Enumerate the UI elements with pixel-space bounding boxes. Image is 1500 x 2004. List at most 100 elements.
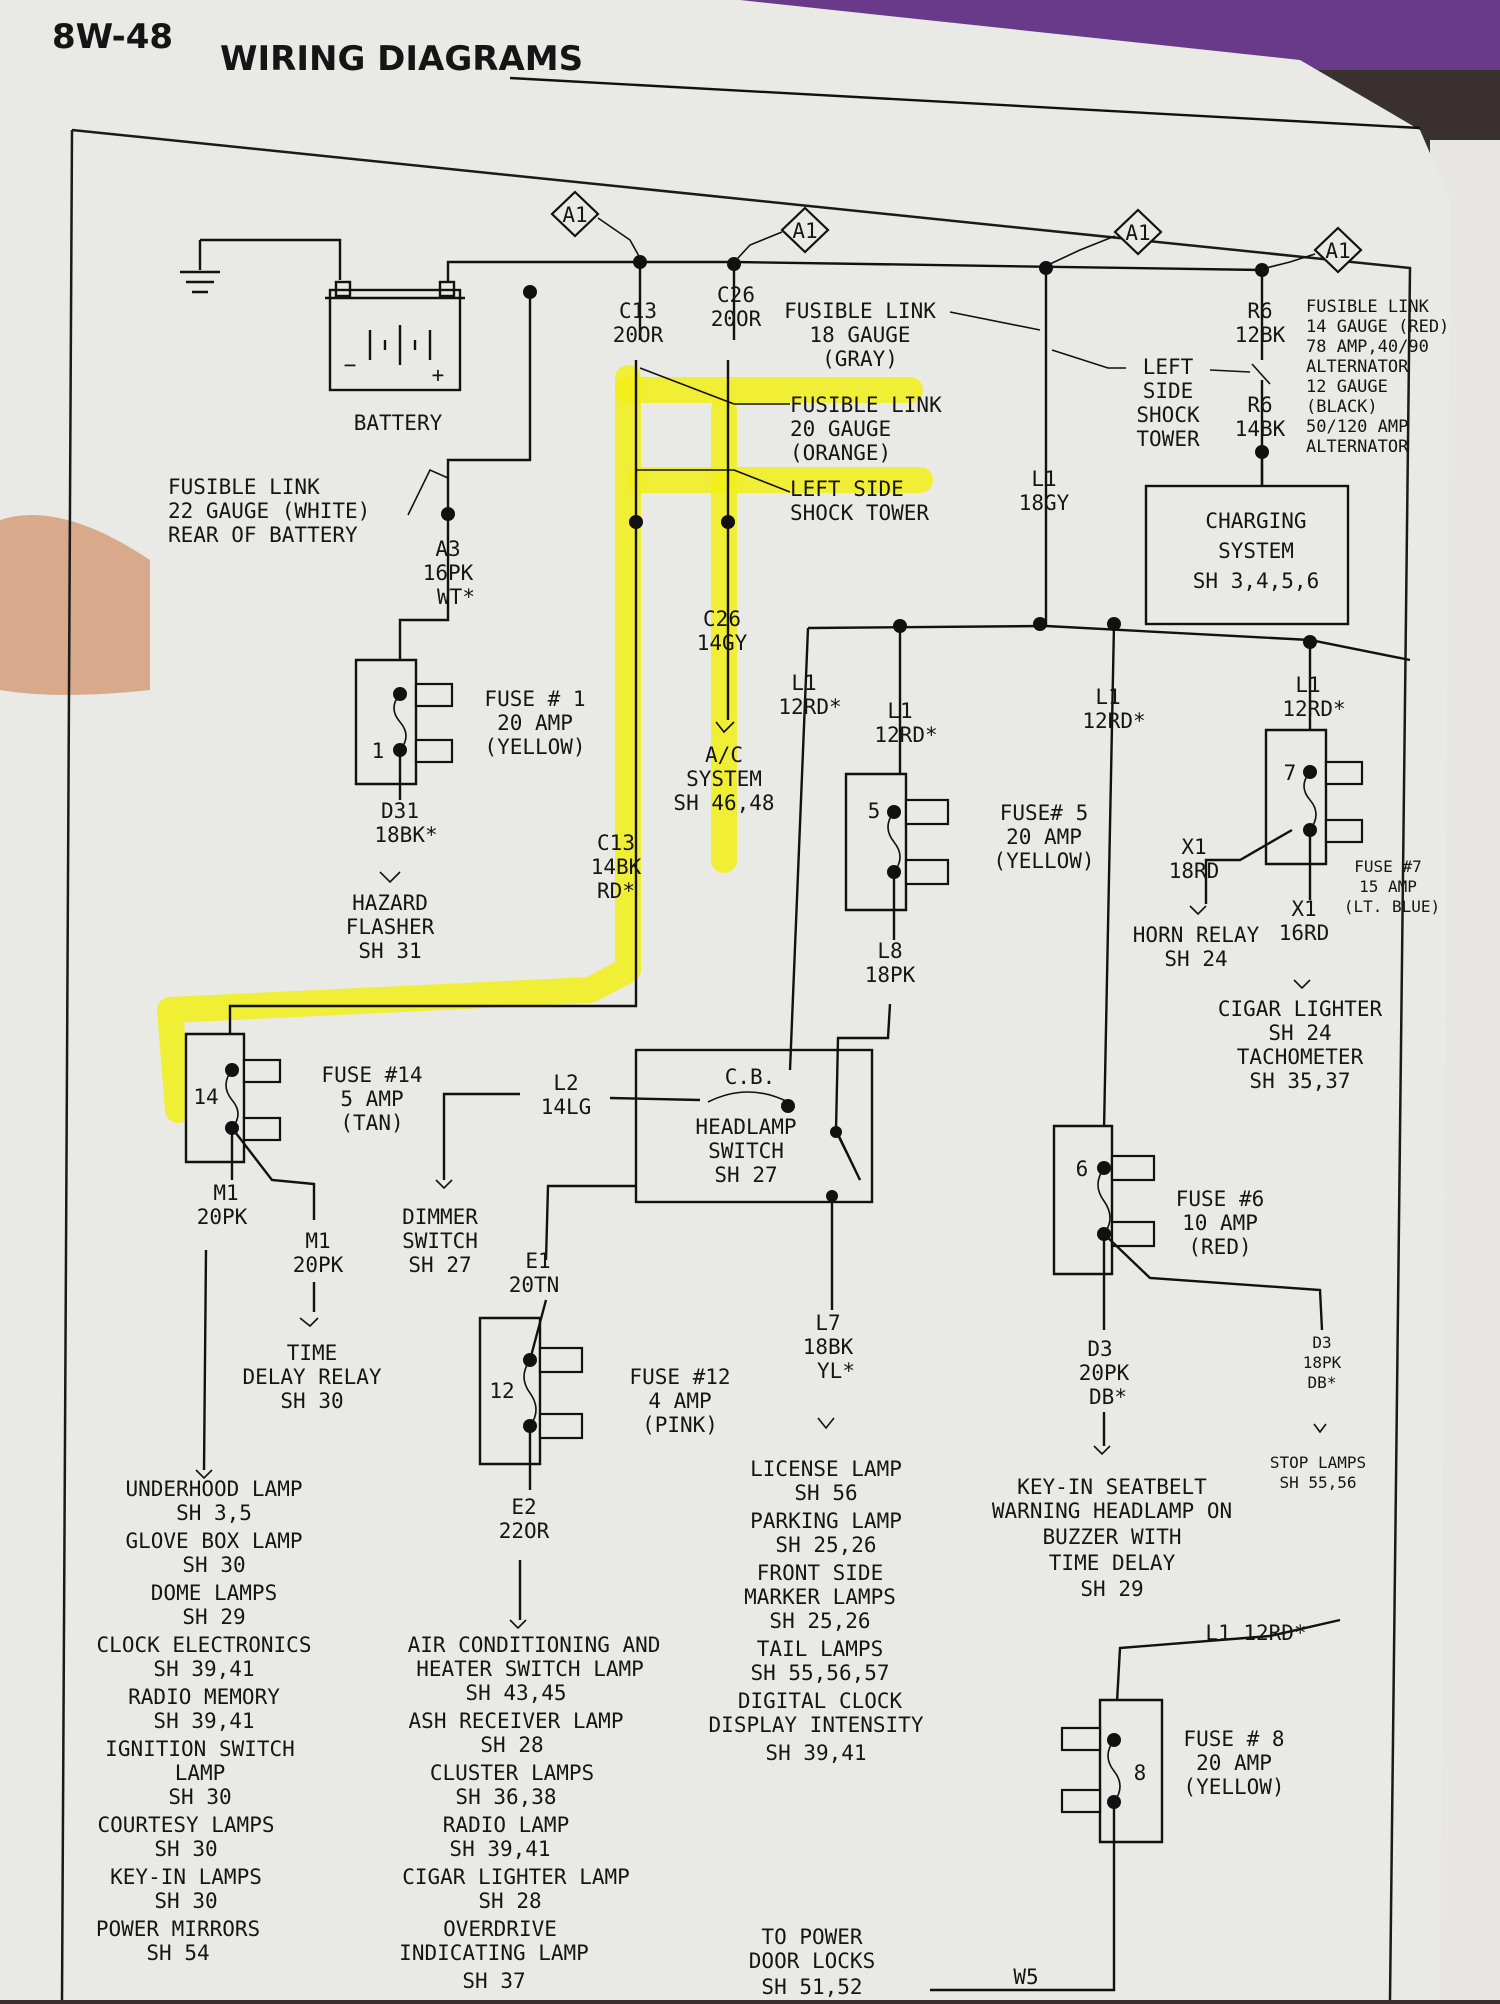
exterior-lamp-circuits-list: LICENSE LAMP SH 56 PARKING LAMP SH 25,26… [709,1457,924,1765]
dimmer-switch-line2: SWITCH [402,1229,478,1253]
seatbelt-warning-list: KEY-IN SEATBELT WARNING HEADLAMP ON BUZZ… [992,1475,1232,1601]
c13-top-label: C13 [619,299,657,323]
list-item: MARKER LAMPS [744,1585,896,1609]
list-item: RADIO LAMP [443,1813,569,1837]
d3-b-color: DB* [1308,1373,1337,1392]
l7-color: YL* [817,1359,855,1383]
hazard-flasher-label: HAZARD [352,891,428,915]
c26-mid-gauge: 14GY [697,631,748,655]
left-side-shock-tower-line4: TOWER [1136,427,1200,451]
d3-b-label: D3 [1312,1333,1331,1352]
c13-mid-label: C13 [597,831,635,855]
manual-page [0,0,1450,2000]
fusible-link-20ga-line2: 20 GAUGE [790,417,891,441]
list-item: INDICATING LAMP [399,1941,589,1965]
list-item: AIR CONDITIONING AND [408,1633,661,1657]
fuse-12-color: (PINK) [642,1413,718,1437]
l1-fuse8-wire [1114,1618,1341,1721]
list-item: SH 39,41 [153,1709,254,1733]
m1-b-label: M1 [305,1229,330,1253]
list-item: KEY-IN LAMPS [110,1865,262,1889]
battery-symbol: −+ [200,238,640,392]
list-item: HEATER SWITCH LAMP [416,1657,644,1681]
fuse-8-number: 8 [1134,1761,1147,1785]
list-item: KEY-IN SEATBELT [1017,1475,1207,1499]
fuse-7-label: FUSE #7 [1354,857,1421,876]
d31-gauge: 18BK* [374,823,437,847]
fuse-8: 8 [1060,1698,1164,1844]
hazard-flasher-ref: SH 31 [358,939,421,963]
l1-c-label: L1 [1095,685,1120,709]
svg-text:A1: A1 [1325,239,1350,263]
dimmer-switch-label: DIMMER [402,1205,478,1229]
ac-system-line2: SYSTEM [686,767,762,791]
list-item: SH 29 [182,1605,245,1629]
list-item: CIGAR LIGHTER LAMP [402,1865,630,1889]
l1-headlamp-wire [788,627,810,1071]
list-item: SH 39,41 [449,1837,550,1861]
list-item: SH 51,52 [761,1975,862,1999]
fuse-12-rating: 4 AMP [648,1389,711,1413]
list-item: FRONT SIDE [757,1561,883,1585]
svg-text:−: − [344,353,357,377]
list-item: SH 30 [154,1889,217,1913]
list-item: ASH RECEIVER LAMP [409,1709,624,1733]
list-item: RADIO MEMORY [128,1685,280,1709]
alternator-note-7: 50/120 AMP [1306,417,1408,437]
e1-label: E1 [525,1249,550,1273]
c26-mid-label: C26 [703,607,741,631]
list-item: IGNITION SWITCH [105,1737,295,1761]
c26-top-gauge: 20OR [711,307,762,331]
alternator-note-5: 12 GAUGE [1306,377,1388,397]
x1-cigar-gauge: 16RD [1279,921,1330,945]
fusible-link-18ga-label: FUSIBLE LINK [784,299,936,323]
l7-gauge: 18BK [803,1335,854,1359]
charging-system-line2: SYSTEM [1218,539,1294,563]
fusible-link-18ga-line3: (GRAY) [822,347,898,371]
l1-d-gauge: 12RD* [1282,697,1345,721]
l1-18gy-label: L1 [1031,467,1056,491]
left-shock-tower-label: LEFT SIDE [790,477,904,501]
tachometer-label: TACHOMETER [1237,1045,1364,1069]
list-item: BUZZER WITH [1042,1525,1181,1549]
charging-system-label: CHARGING [1205,509,1306,533]
fuse-1-number: 1 [372,739,385,763]
l2-label: L2 [553,1071,578,1095]
illumination-circuits-list: AIR CONDITIONING AND HEATER SWITCH LAMP … [399,1633,660,1993]
fuse-14-rating: 5 AMP [340,1087,403,1111]
e2-gauge: 22OR [499,1519,550,1543]
list-item: DOOR LOCKS [749,1949,875,1973]
c13-top-gauge: 20OR [613,323,664,347]
m1-b-gauge: 20PK [293,1253,344,1277]
list-item: COURTESY LAMPS [97,1813,274,1837]
fuse-8-rating: 20 AMP [1196,1751,1272,1775]
stop-lamps-ref: SH 55,56 [1279,1473,1356,1492]
r6-top-gauge: 12BK [1235,323,1286,347]
list-item: SH 54 [146,1941,209,1965]
page-number: 8W-48 [52,17,173,57]
l1-18gy-gauge: 18GY [1019,491,1070,515]
list-item: DOME LAMPS [151,1581,277,1605]
list-item: SH 30 [182,1553,245,1577]
ac-system-line3: SH 46,48 [673,791,774,815]
stop-lamps-label: STOP LAMPS [1270,1453,1366,1472]
w5-label: W5 [1013,1965,1038,1989]
headlamp-switch-line2: SWITCH [708,1139,784,1163]
charging-system-box [1144,484,1350,626]
a3-gauge: 16PK [423,561,474,585]
fuse-7-color: (LT. BLUE) [1344,897,1440,916]
fusible-link-22ga-label: FUSIBLE LINK [168,475,320,499]
x1-cigar-label: X1 [1291,897,1316,921]
alternator-note-6: (BLACK) [1306,397,1378,417]
d3-a-label: D3 [1087,1337,1112,1361]
list-item: CLUSTER LAMPS [430,1761,594,1785]
time-delay-relay-label: TIME [287,1341,338,1365]
charging-system-ref: SH 3,4,5,6 [1193,569,1319,593]
left-side-shock-tower-line2: SIDE [1143,379,1194,403]
list-item: SH 28 [478,1889,541,1913]
l1-bus [807,624,1411,662]
underhood-circuits-list: UNDERHOOD LAMP SH 3,5 GLOVE BOX LAMP SH … [96,1477,312,1965]
list-item: SH 28 [480,1733,543,1757]
